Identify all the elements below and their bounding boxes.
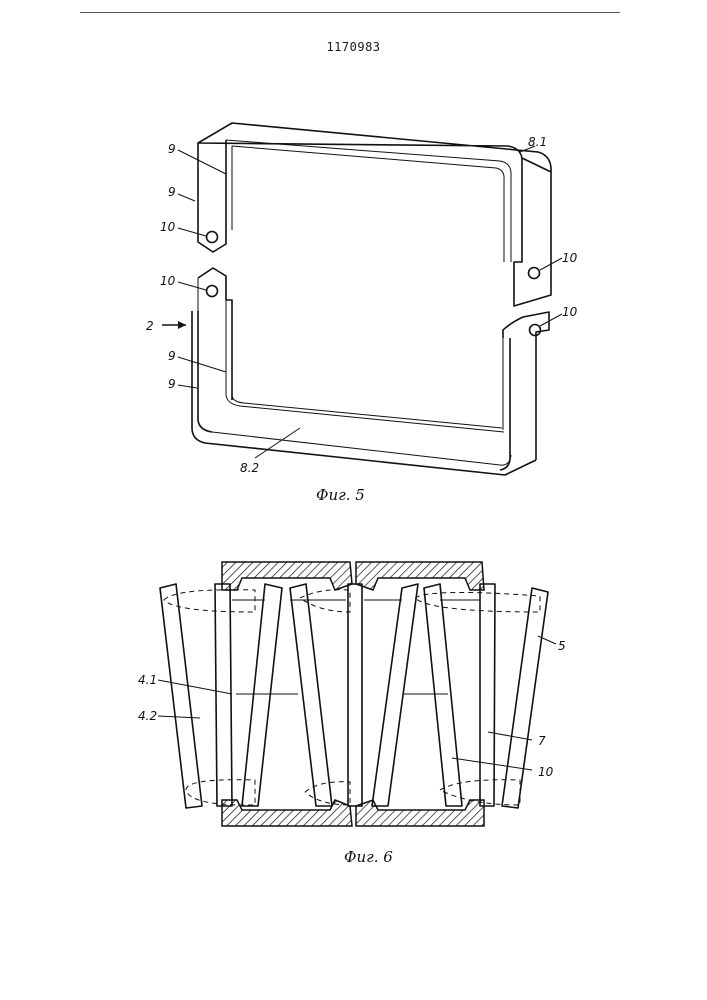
coil-sides xyxy=(160,584,548,808)
label-2: 2 xyxy=(146,319,154,333)
coil-dashed-outlines xyxy=(164,590,540,805)
label-10: 10 xyxy=(538,765,554,779)
label-4-1: 4.1 xyxy=(138,673,157,687)
bottom-clamps xyxy=(222,800,484,826)
frame-lower-8-2 xyxy=(192,268,549,475)
hole-icon xyxy=(207,286,218,297)
label-9: 9 xyxy=(168,349,176,363)
figure-6-caption: Фиг. 6 xyxy=(344,848,393,866)
label-10: 10 xyxy=(562,305,578,319)
figure-5: 9 9 10 10 2 9 9 8.1 10 10 8.2 Фиг. 5 xyxy=(146,123,578,504)
label-8-1: 8.1 xyxy=(528,135,547,149)
hole-icon xyxy=(207,232,218,243)
label-9: 9 xyxy=(168,142,176,156)
label-4-2: 4.2 xyxy=(138,709,157,723)
label-9: 9 xyxy=(168,377,176,391)
label-7: 7 xyxy=(538,734,546,748)
figure-6: 4.1 4.2 5 7 10 Фиг. 6 xyxy=(138,562,566,866)
label-9: 9 xyxy=(168,185,176,199)
label-10: 10 xyxy=(562,251,578,265)
hole-icon xyxy=(530,325,541,336)
hole-icon xyxy=(529,268,540,279)
top-clamps xyxy=(222,562,484,590)
fig6-leaders xyxy=(158,636,556,770)
label-5: 5 xyxy=(558,639,566,653)
frame-upper-8-1 xyxy=(198,123,551,306)
label-8-2: 8.2 xyxy=(240,461,259,475)
figure-5-caption: Фиг. 5 xyxy=(316,486,365,504)
coil-4-2 xyxy=(160,584,202,808)
fig5-leaders xyxy=(162,146,562,458)
label-10: 10 xyxy=(160,274,176,288)
label-10: 10 xyxy=(160,220,176,234)
